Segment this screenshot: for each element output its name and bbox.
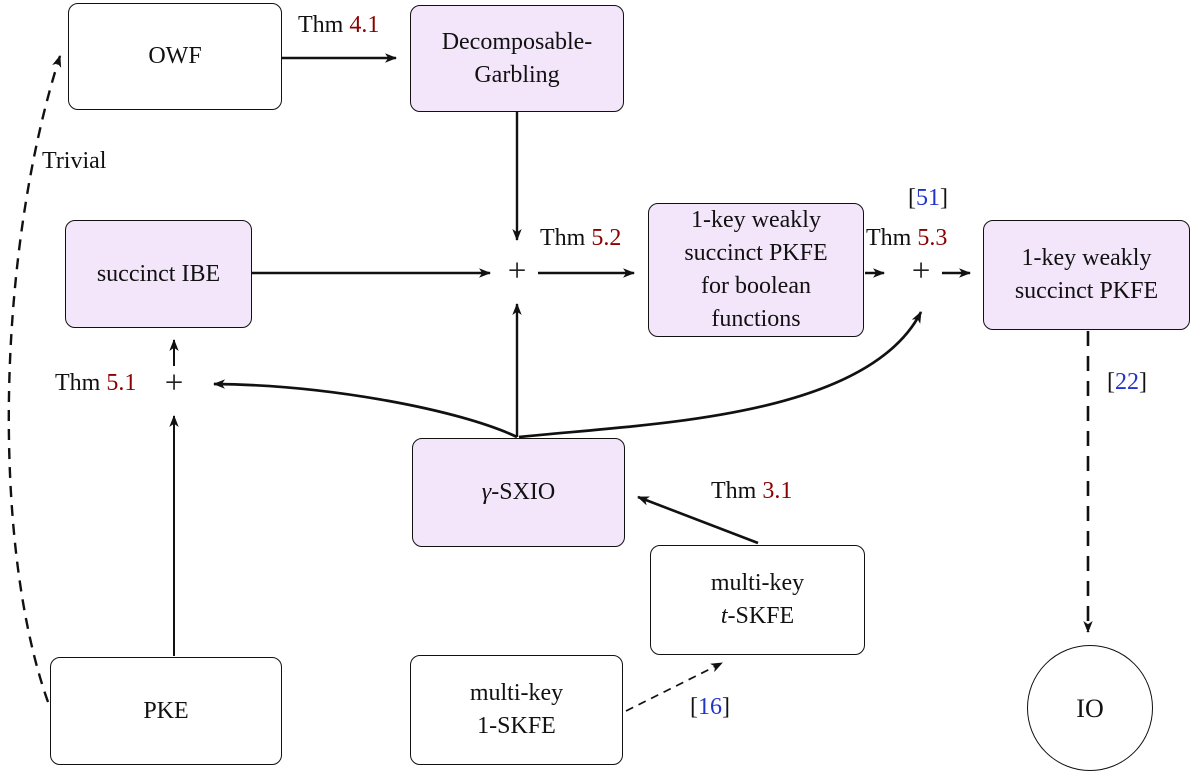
- edge-sxio-to-plus53: [518, 311, 923, 439]
- node-pkfe-boolean-line3: for boolean: [701, 273, 811, 299]
- citation-51[interactable]: [51]: [908, 185, 948, 211]
- node-io: IO: [1027, 645, 1153, 771]
- node-pkfe-boolean-line1: 1-key weakly: [691, 207, 821, 233]
- label-thm-5-1[interactable]: Thm 5.1: [55, 370, 137, 396]
- label-thm-5-2[interactable]: Thm 5.2: [540, 225, 622, 251]
- node-multikey-tskfe-line2: t-SKFE: [720, 603, 795, 629]
- label-thm-3-1[interactable]: Thm 3.1: [711, 478, 793, 504]
- label-thm-5-3[interactable]: Thm 5.3: [866, 225, 948, 251]
- node-decomposable-garbling: Decomposable- Garbling: [410, 5, 624, 112]
- node-multikey-tskfe-line1: multi-key: [710, 570, 805, 596]
- node-io-label: IO: [1076, 693, 1104, 723]
- label-trivial: Trivial: [42, 148, 107, 174]
- junction-plus-thm51: +: [164, 364, 184, 401]
- node-pkfe-line1: 1-key weakly: [1021, 245, 1152, 271]
- node-pkfe-boolean: 1-key weakly succinct PKFE for boolean f…: [648, 203, 864, 337]
- node-multikey-tskfe: multi-key t-SKFE: [650, 545, 865, 655]
- edge-1skfe-to-tskfe-dashed: [625, 662, 723, 712]
- t-symbol: t: [720, 603, 728, 629]
- node-succinct-ibe-label: succinct IBE: [96, 260, 221, 287]
- node-succinct-ibe: succinct IBE: [65, 220, 252, 328]
- gamma-symbol: γ: [481, 479, 492, 505]
- node-pke: PKE: [50, 657, 282, 765]
- node-pkfe-line2: succinct PKFE: [1014, 278, 1159, 304]
- node-pkfe: 1-key weakly succinct PKFE: [983, 220, 1190, 330]
- node-multikey-1skfe: multi-key 1-SKFE: [410, 655, 623, 765]
- citation-16[interactable]: [16]: [690, 694, 730, 720]
- citation-22[interactable]: [22]: [1107, 369, 1147, 395]
- node-pkfe-boolean-line4: functions: [711, 306, 801, 332]
- node-decomposable-garbling-line2: Garbling: [474, 61, 560, 88]
- edge-pke-to-owf-trivial-dashed: [7, 55, 62, 703]
- node-pkfe-boolean-line2: succinct PKFE: [684, 240, 828, 266]
- node-pke-label: PKE: [143, 697, 189, 724]
- node-decomposable-garbling-line1: Decomposable-: [441, 28, 593, 55]
- node-owf: OWF: [68, 3, 282, 110]
- edge-tskfe-to-sxio: [637, 495, 759, 545]
- node-multikey-1skfe-line1: multi-key: [469, 680, 564, 706]
- node-owf-label: OWF: [148, 43, 202, 69]
- node-gamma-sxio: γ-SXIO: [412, 438, 625, 547]
- junction-plus-thm53: +: [911, 252, 931, 289]
- junction-plus-thm52: +: [507, 252, 527, 289]
- edge-sxio-to-plus51: [213, 379, 518, 439]
- node-multikey-1skfe-line2: 1-SKFE: [477, 713, 556, 739]
- node-gamma-sxio-label: γ-SXIO: [481, 479, 556, 505]
- label-thm-4-1[interactable]: Thm 4.1: [298, 12, 380, 38]
